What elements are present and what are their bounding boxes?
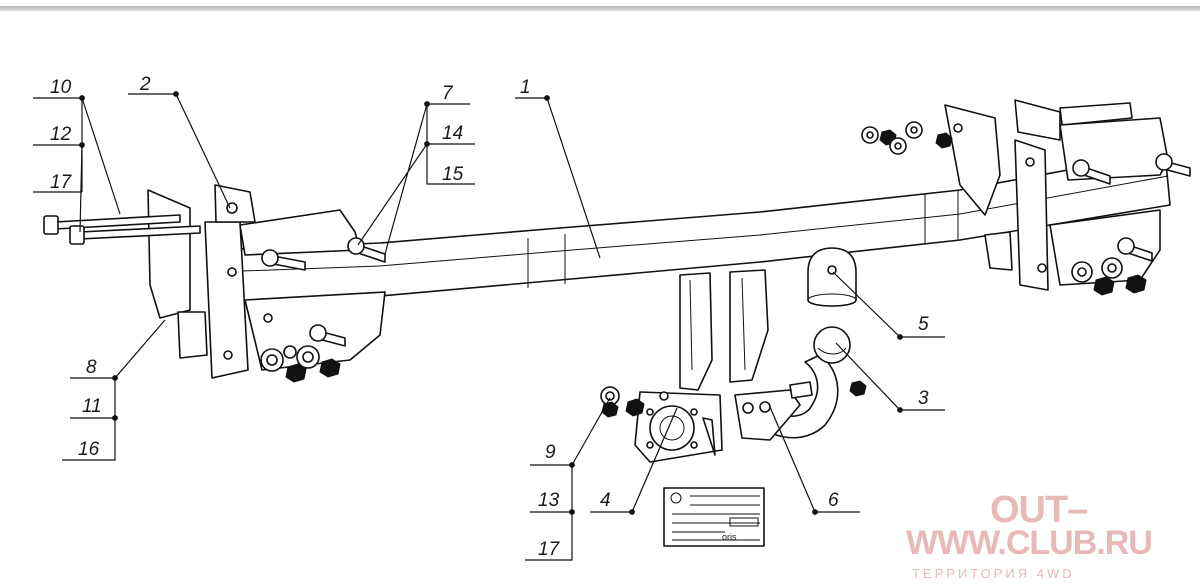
watermark-line-2: WWW.CLUB.RU xyxy=(906,524,1152,562)
callout-9: 9 xyxy=(545,442,556,463)
callout-14: 14 xyxy=(442,123,463,144)
callout-15: 15 xyxy=(442,164,464,185)
callout-16: 16 xyxy=(78,439,100,460)
watermark-line-1: OUT– xyxy=(990,489,1087,531)
callout-5: 5 xyxy=(918,314,929,335)
callout-4: 4 xyxy=(600,490,611,511)
callout-17-bottom: 17 xyxy=(538,539,561,560)
left-bracket xyxy=(43,184,386,383)
callout-3: 3 xyxy=(918,388,929,409)
callout-12: 12 xyxy=(50,124,72,145)
hitch-assembly xyxy=(600,247,867,463)
callout-10: 10 xyxy=(50,77,72,98)
top-divider xyxy=(0,6,1200,11)
callout-6: 6 xyxy=(828,490,839,511)
right-bracket xyxy=(861,99,1191,296)
callout-11: 11 xyxy=(82,396,102,417)
watermark-line-3: ТЕРРИТОРИЯ 4WD xyxy=(912,566,1075,581)
callout-17-left: 17 xyxy=(50,172,73,193)
callout-7: 7 xyxy=(442,83,454,104)
callout-13: 13 xyxy=(538,490,560,511)
callout-labels: 10 12 17 2 7 14 15 1 8 11 16 5 3 6 4 9 1… xyxy=(50,74,929,560)
info-plate: oris xyxy=(663,487,765,547)
callout-2: 2 xyxy=(139,74,151,95)
plate-brand: oris xyxy=(722,532,737,542)
callout-8: 8 xyxy=(86,357,97,378)
callout-1: 1 xyxy=(520,77,531,98)
leader-lines xyxy=(33,91,945,561)
watermark: OUT– WWW.CLUB.RU ТЕРРИТОРИЯ 4WD xyxy=(906,489,1153,581)
